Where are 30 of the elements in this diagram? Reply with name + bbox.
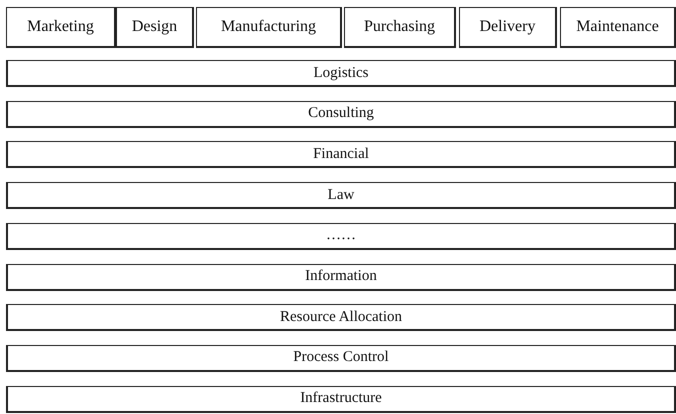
- box-label: Process Control: [293, 349, 389, 366]
- box-label: Maintenance: [576, 18, 659, 36]
- box-label: Design: [132, 18, 178, 36]
- box-label: Law: [328, 186, 354, 204]
- function-box: [459, 7, 557, 48]
- box-label: Resource Allocation: [280, 308, 402, 326]
- layer-band: [6, 344, 676, 372]
- box-label: Delivery: [480, 18, 536, 36]
- layer-band: [6, 386, 676, 413]
- function-box: [560, 7, 676, 48]
- function-box: [344, 7, 456, 48]
- box-label: Logistics: [314, 64, 368, 82]
- box-label: Infrastructure: [300, 390, 382, 408]
- layer-band: [6, 60, 676, 87]
- layer-band: [6, 304, 676, 332]
- box-label: Manufacturing: [220, 18, 316, 36]
- function-box: [196, 7, 342, 48]
- function-box: [116, 7, 194, 48]
- layer-band: [6, 100, 676, 128]
- box-label: Consulting: [308, 105, 374, 122]
- box-label: Marketing: [27, 18, 94, 36]
- box-label: Purchasing: [364, 18, 436, 36]
- box-label: Financial: [313, 146, 369, 163]
- box-label: ……: [326, 227, 356, 244]
- layer-band: [6, 182, 676, 210]
- layer-band: [6, 264, 676, 290]
- function-box: [6, 7, 116, 48]
- layer-band: [6, 141, 676, 168]
- box-label: Information: [305, 268, 377, 285]
- layer-band: [6, 222, 676, 250]
